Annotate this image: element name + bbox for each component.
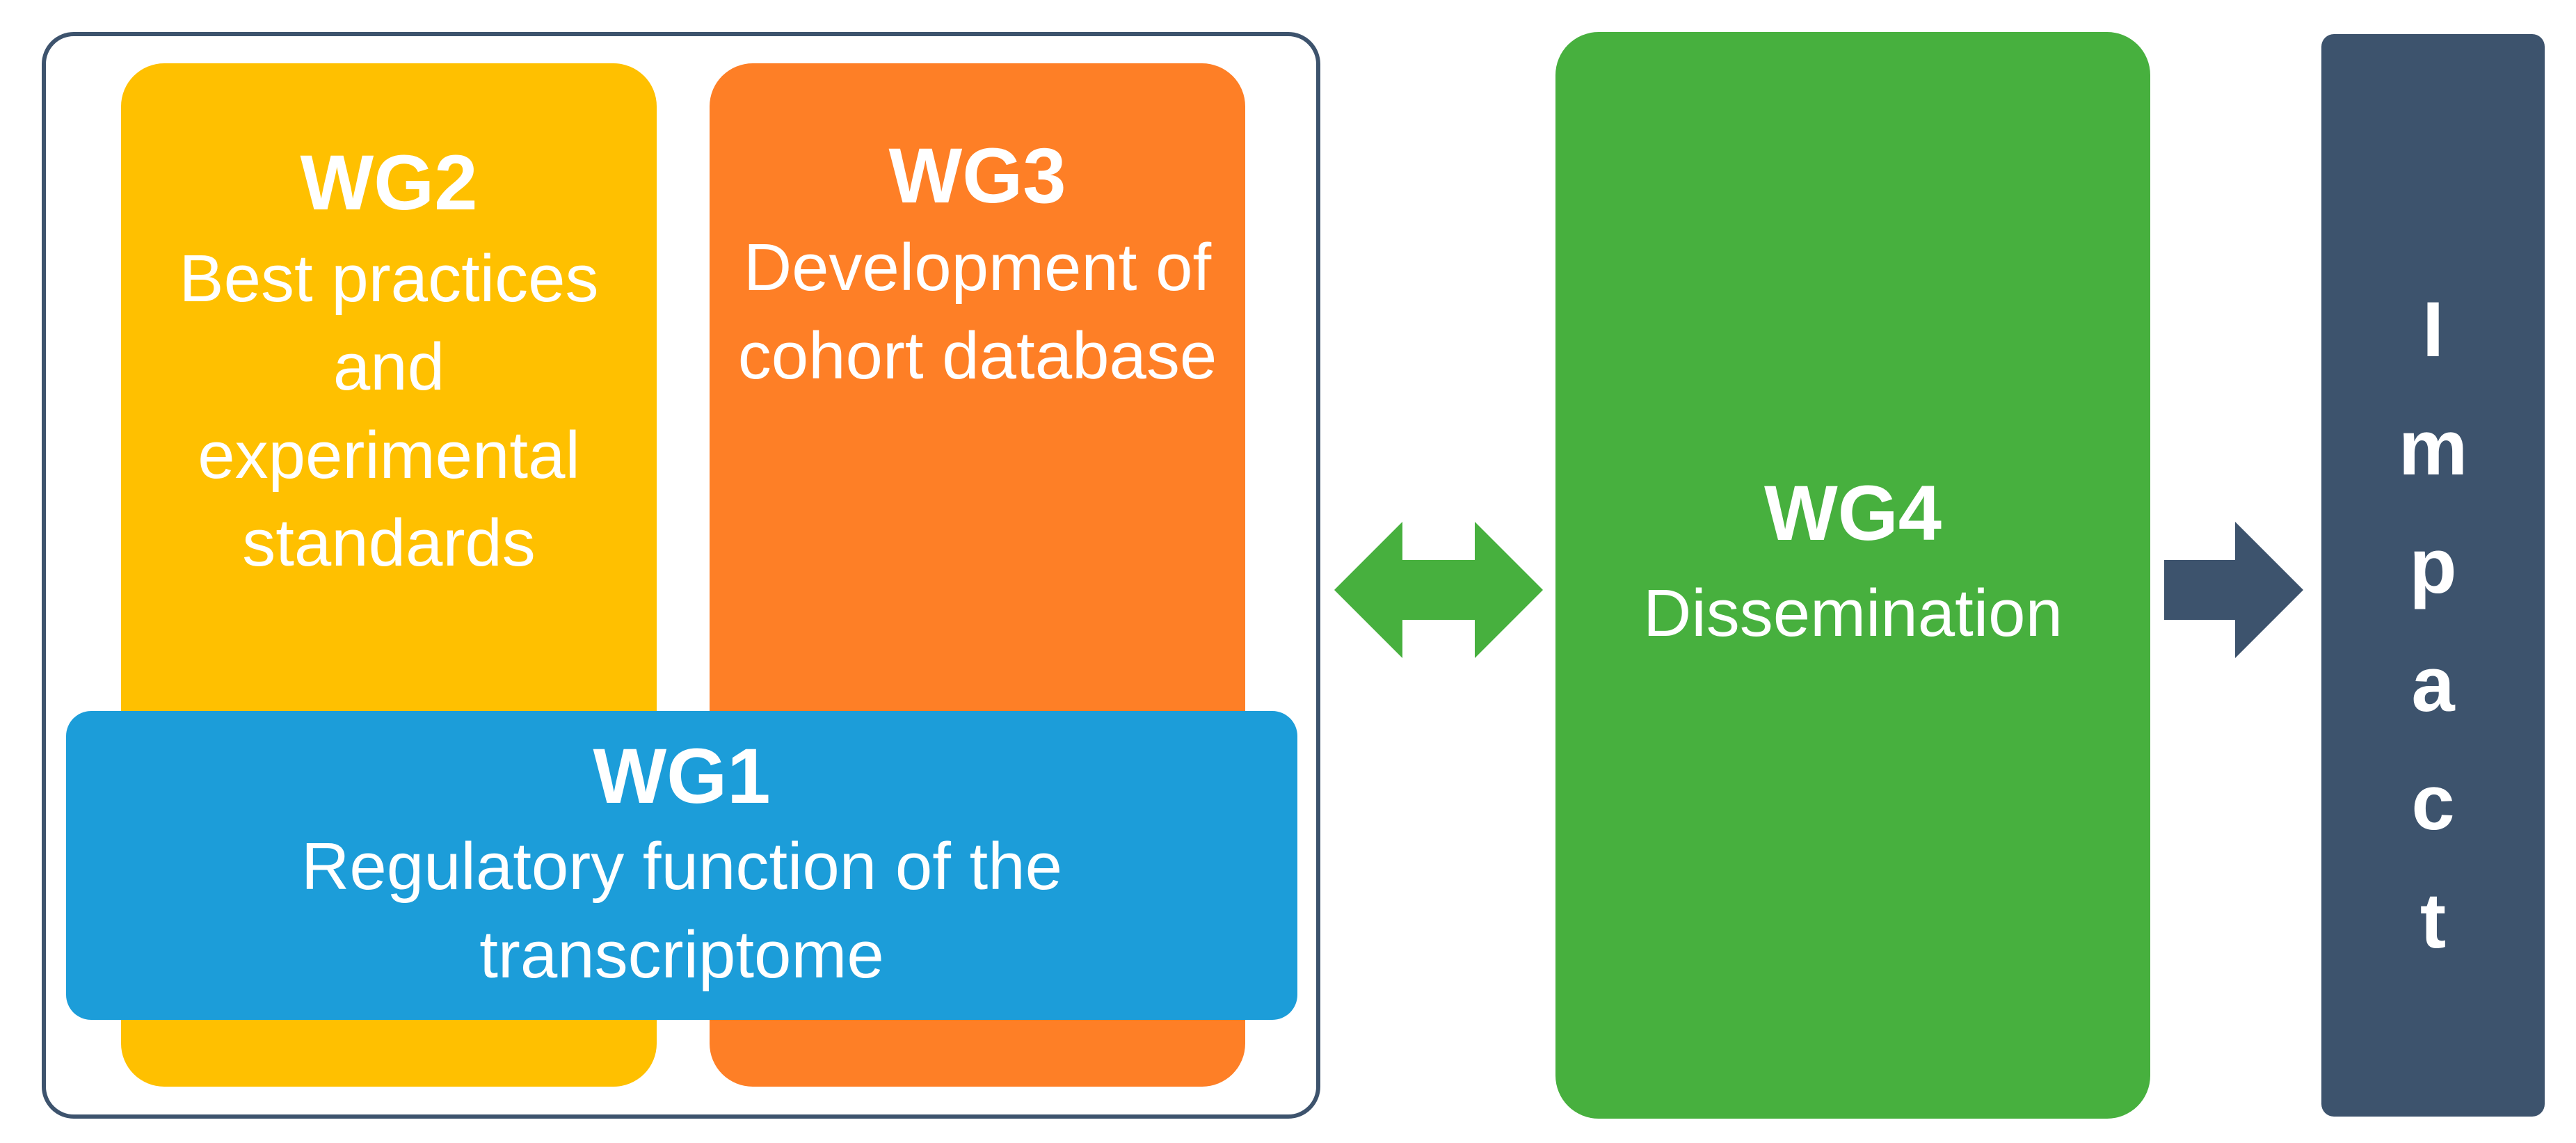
impact-label: I m p a c t bbox=[2321, 271, 2545, 980]
impact-letter: c bbox=[2411, 759, 2455, 846]
arrow-right-icon bbox=[2164, 522, 2303, 658]
double-arrow-icon bbox=[1334, 522, 1543, 658]
wg2-title: WG2 bbox=[300, 139, 478, 226]
wg1-box: WG1 Regulatory function of the transcrip… bbox=[66, 711, 1297, 1020]
impact-letter: p bbox=[2409, 522, 2457, 609]
wg4-description: Dissemination bbox=[1643, 576, 2063, 651]
wg1-description: Regulatory function of the transcriptome bbox=[301, 829, 1062, 992]
wg3-description: Development of cohort database bbox=[737, 230, 1217, 393]
impact-letter: t bbox=[2419, 877, 2447, 964]
working-groups-frame bbox=[42, 32, 1320, 1119]
impact-letter: m bbox=[2398, 404, 2468, 491]
impact-letter: a bbox=[2411, 641, 2455, 728]
wg1-title: WG1 bbox=[593, 733, 771, 820]
impact-letter: I bbox=[2422, 286, 2445, 373]
wg4-title: WG4 bbox=[1763, 470, 1942, 557]
impact-box: I m p a c t bbox=[2321, 34, 2545, 1117]
wg4-box: WG4 Dissemination bbox=[1555, 32, 2150, 1119]
wg3-title: WG3 bbox=[888, 132, 1066, 219]
